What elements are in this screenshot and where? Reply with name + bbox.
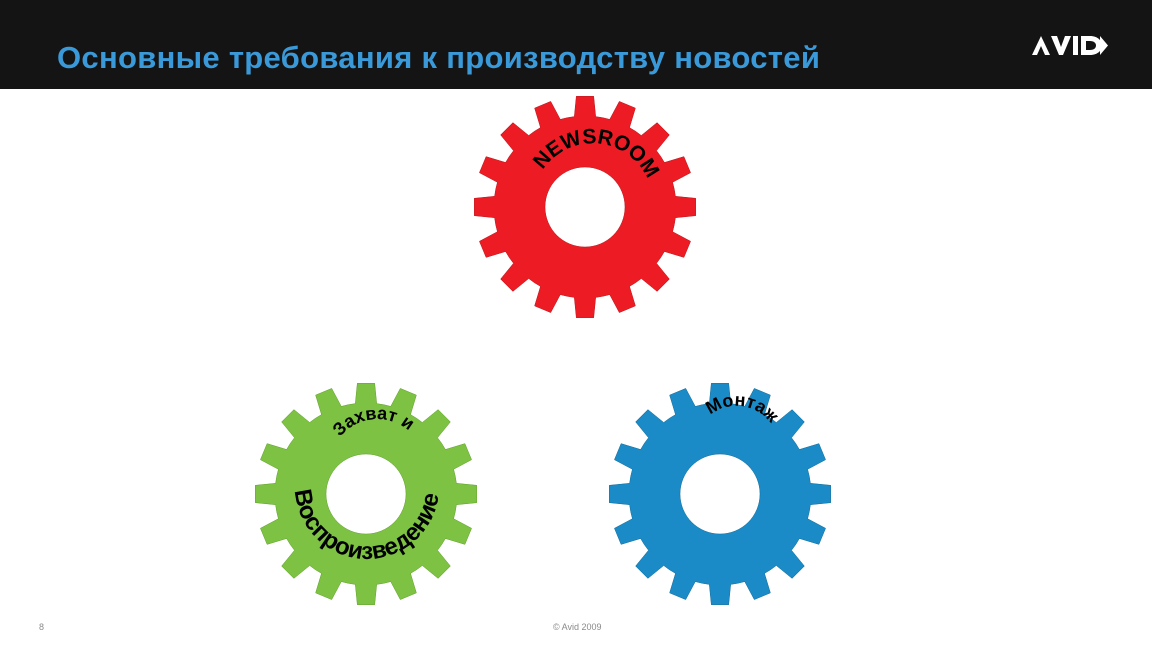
gear-editing-shape xyxy=(609,383,831,605)
avid-logo-icon xyxy=(1032,36,1108,55)
copyright: © Avid 2009 xyxy=(553,622,602,632)
gear-editing: Монтаж xyxy=(600,383,846,605)
slide-title: Основные требования к производству новос… xyxy=(57,40,821,75)
gear-capture-playback: Захват и Воспроизведение xyxy=(243,383,489,605)
gear-newsroom: NEWSROOM xyxy=(462,96,708,318)
gear-newsroom-shape xyxy=(474,96,696,318)
page-number: 8 xyxy=(39,622,45,632)
slide-header: Основные требования к производству новос… xyxy=(0,0,1152,89)
gear-capture-shape xyxy=(255,383,477,605)
